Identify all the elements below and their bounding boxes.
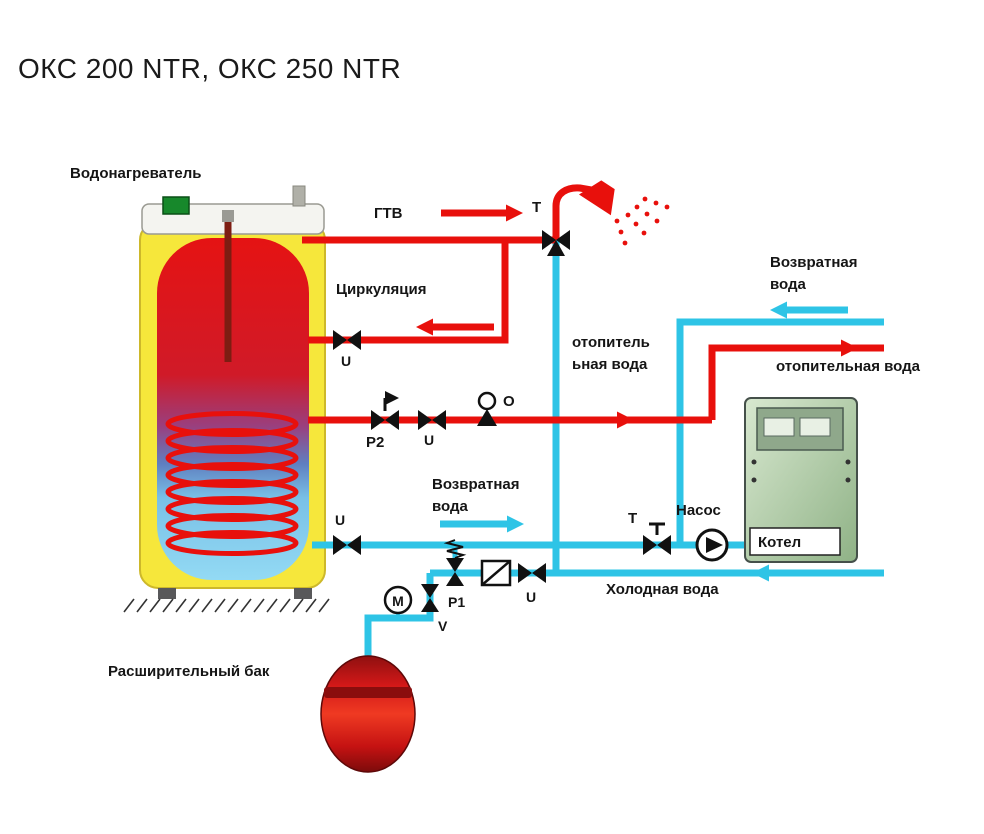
heating-water-split-label-2: ьная вода	[572, 356, 648, 373]
circulation-valve-u-label: U	[341, 353, 351, 369]
pump-label: Насос	[676, 502, 721, 519]
cold-flow-arrows	[440, 301, 848, 582]
tank-return-valve-u	[333, 535, 361, 555]
flow-arrow-return-mid	[440, 515, 524, 533]
tank-leg	[294, 588, 312, 599]
mixer-t-label: T	[532, 199, 541, 216]
return-water-top-label-1: Возвратная	[770, 254, 857, 271]
cold-inlet-valve-u	[518, 563, 546, 583]
mixer-valve-t	[542, 230, 570, 256]
return-water-mid-label-2: вода	[432, 498, 469, 515]
boiler-display	[763, 417, 795, 437]
tank-vessel	[157, 238, 309, 580]
shower-head	[578, 180, 615, 216]
flow-arrow-return-top	[770, 301, 848, 319]
boiler-unit: Котел	[744, 397, 858, 563]
page-title: ОКС 200 NTR, ОКС 250 NTR	[18, 53, 401, 84]
anode-cap	[222, 210, 234, 222]
return-water-top-label-2: вода	[770, 276, 807, 293]
hot-pipes	[302, 184, 884, 424]
boiler-label: Котел	[758, 534, 801, 551]
shower-spray-dots	[614, 196, 670, 246]
boiler-valve-t-label: T	[628, 510, 637, 527]
screw-dot	[845, 459, 851, 465]
flow-arrow-cold	[752, 564, 845, 582]
heating-water-label: отопительная вода	[776, 358, 921, 375]
screw-dot	[751, 477, 757, 483]
dhw-label: ГТВ	[374, 205, 403, 222]
flow-arrow-circulation	[416, 318, 494, 336]
tank-leg	[158, 588, 176, 599]
safety-valve-p1-label: P1	[448, 594, 465, 610]
boiler-valve-t	[643, 522, 671, 555]
radiator-return-pipe	[676, 318, 884, 545]
outlet-stub	[292, 185, 306, 207]
flow-arrow-heating-out	[788, 339, 858, 357]
circulation-label: Циркуляция	[336, 281, 426, 298]
coil-valve-u	[418, 410, 446, 430]
hot-flow-arrows	[416, 204, 858, 429]
check-valve	[480, 559, 512, 587]
screw-dot	[845, 477, 851, 483]
pressure-gauge-m: M	[383, 585, 413, 615]
cold-inlet-valve-u-label: U	[526, 589, 536, 605]
expansion-tank	[320, 655, 416, 773]
gauge-m-label: M	[392, 593, 404, 609]
motor-valve-p2	[371, 391, 399, 430]
flow-arrow-coil-supply	[572, 411, 634, 429]
boiler-display	[799, 417, 831, 437]
drain-valve-v	[421, 584, 439, 612]
sensor-o	[477, 391, 497, 426]
return-water-mid-label-1: Возвратная	[432, 476, 519, 493]
expansion-tank-band	[324, 687, 412, 698]
thermostat-head	[162, 196, 190, 215]
water-heater-label: Водонагреватель	[70, 165, 201, 182]
water-heater-tank	[123, 185, 330, 613]
heating-coil	[165, 411, 299, 556]
circulation-pipe	[308, 240, 509, 344]
pump	[695, 528, 729, 562]
valve-p2-label: P2	[366, 434, 384, 451]
tank-return-valve-u-label: U	[335, 512, 345, 528]
boiler-name-plate	[749, 527, 841, 556]
coil-valve-u-label: U	[424, 432, 434, 448]
drain-valve-v-label: V	[438, 618, 448, 634]
safety-valve-p1	[443, 539, 467, 586]
shower-pipe	[552, 184, 598, 240]
ground-hatching	[123, 598, 330, 613]
sensor-o-label: O	[503, 393, 515, 410]
circulation-valve-u	[333, 330, 361, 350]
cold-water-label: Холодная вода	[606, 581, 719, 598]
heating-water-split-label-1: отопитель	[572, 334, 650, 351]
screw-dot	[751, 459, 757, 465]
flow-arrow-dhw	[441, 204, 523, 222]
expansion-tank-label: Расширительный бак	[108, 663, 270, 680]
